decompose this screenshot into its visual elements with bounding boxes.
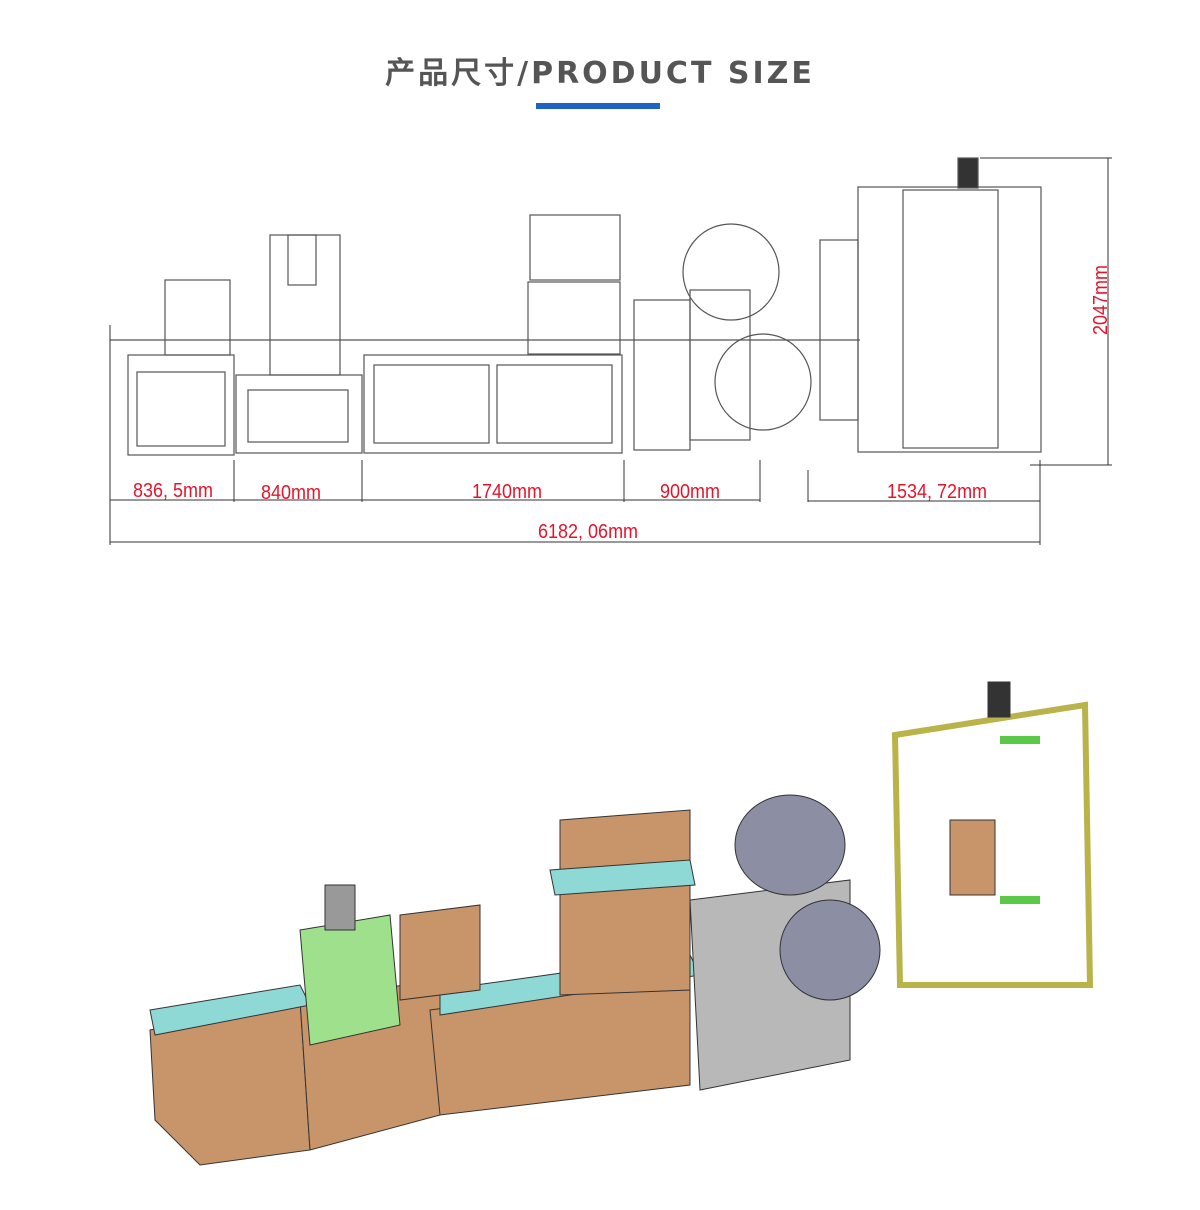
dimension-section-3: 1740mm [472, 481, 543, 503]
dimension-section-1: 836, 5mm [133, 480, 214, 502]
dimension-section-4: 900mm [660, 481, 721, 503]
page-title: 产品尺寸/PRODUCT SIZE [385, 56, 815, 91]
dimension-total: 6182, 06mm [538, 521, 639, 543]
title-underline [536, 103, 660, 109]
dimension-section-2: 840mm [261, 482, 322, 504]
dimension-section-5: 1534, 72mm [887, 481, 988, 503]
